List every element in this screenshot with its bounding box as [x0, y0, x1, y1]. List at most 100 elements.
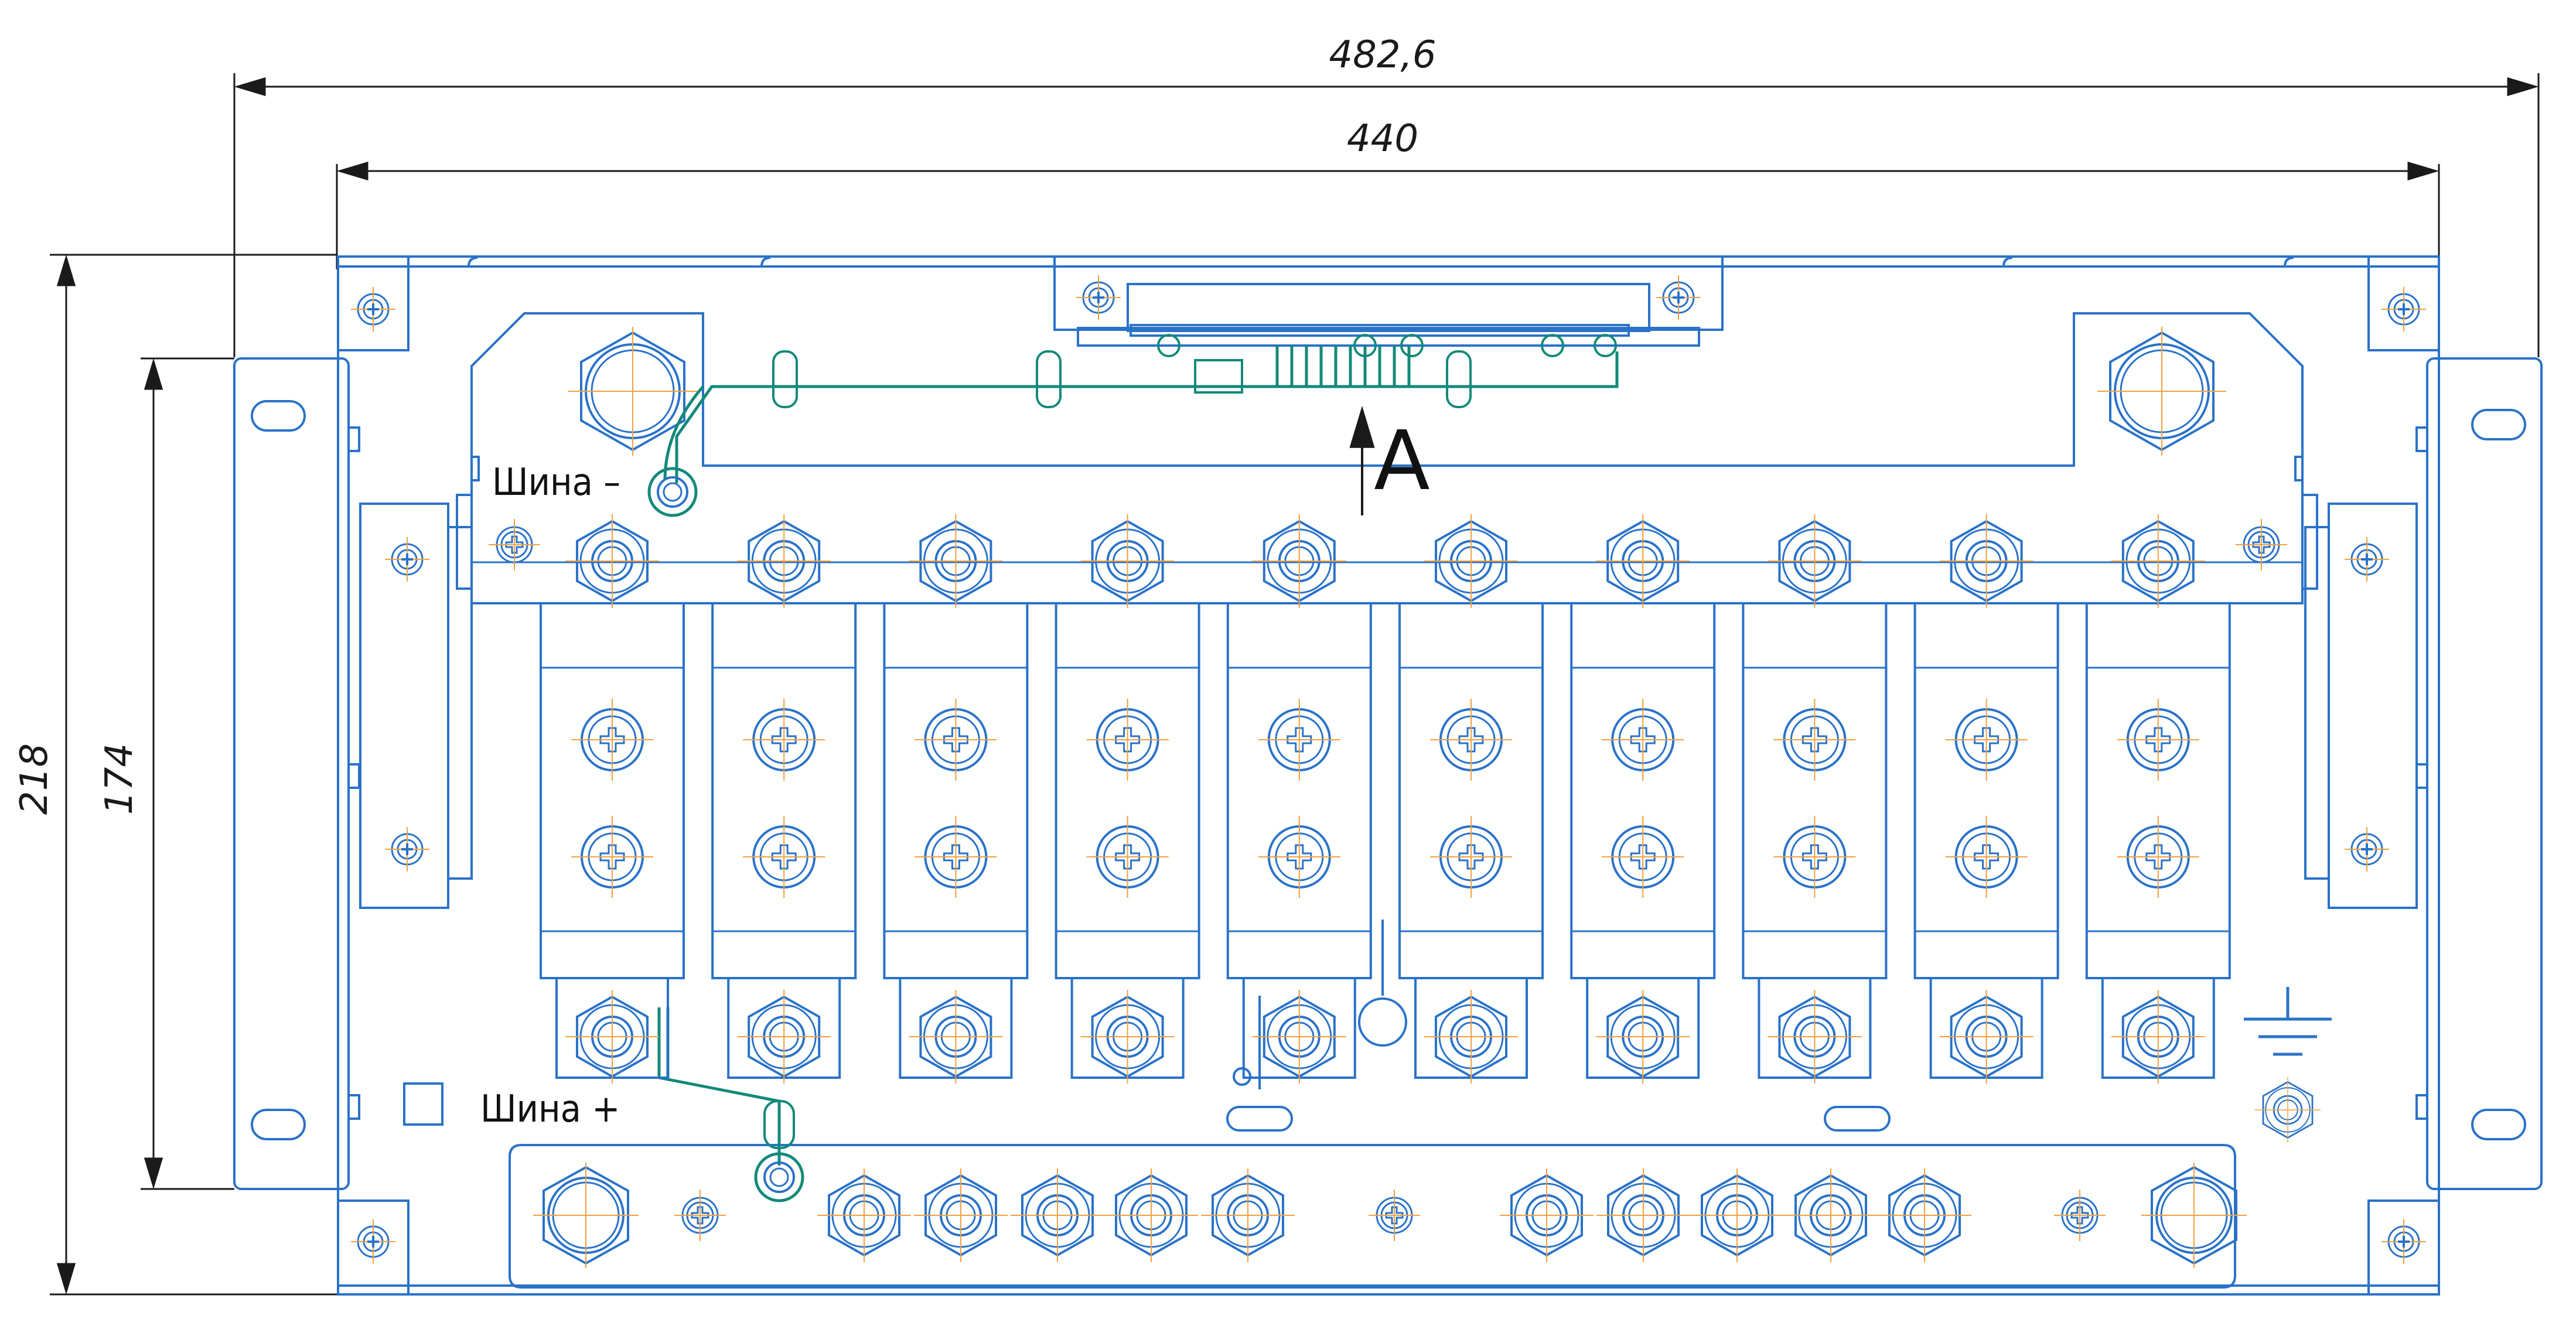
bottom-bus-nut — [816, 1167, 912, 1263]
top-terminal-nut — [907, 513, 1004, 609]
bottom-terminal-nut — [1079, 989, 1176, 1085]
module-screw-upper — [742, 698, 827, 782]
panel-screw — [1075, 274, 1122, 321]
module-screw-upper — [913, 698, 998, 782]
panel-slots — [1226, 920, 1891, 1132]
bottom-bus-terminal — [1103, 1167, 1199, 1263]
module-screw-lower — [1257, 815, 1342, 899]
top-right-terminal-nut — [2096, 326, 2227, 457]
fuse-module — [1398, 513, 1544, 1085]
modules-layer — [540, 513, 2231, 1085]
panel-screw — [2380, 1218, 2427, 1265]
bus-plus-connector — [403, 1082, 443, 1126]
fuse-module — [1742, 513, 1888, 1085]
bus-minus-lug — [647, 467, 698, 517]
dim-inner-width-text: 440 — [1347, 117, 1418, 160]
top-terminal-nut — [1423, 513, 1519, 609]
module-screw-lower — [1944, 815, 2029, 899]
bottom-bus-terminal — [913, 1167, 1009, 1263]
panel-screw — [350, 286, 397, 333]
bus-minus-label: Шина – — [492, 461, 620, 504]
bottom-bus-screw — [2053, 1188, 2107, 1242]
rail-screw — [384, 826, 431, 873]
fuse-module — [1570, 513, 1716, 1085]
fuse-module — [1226, 513, 1372, 1085]
fuse-module — [711, 513, 857, 1085]
bus-plus-lug — [754, 1152, 804, 1202]
bus-plus-label: Шина + — [480, 1088, 620, 1131]
bottom-bus-end-nut — [2140, 1161, 2248, 1269]
bottom-bus-terminal — [1876, 1167, 1973, 1263]
module-screw-lower — [913, 815, 998, 899]
top-terminal-nut — [1766, 513, 1863, 609]
bottom-bus-nut — [1200, 1167, 1296, 1263]
top-terminal-nut — [2110, 513, 2206, 609]
module-screw-lower — [1085, 815, 1170, 899]
bottom-terminal-nut — [564, 989, 660, 1085]
fuse-module — [2085, 513, 2231, 1085]
bottom-terminal-nut — [907, 989, 1004, 1085]
bottom-bus-terminal — [1783, 1167, 1879, 1263]
module-screw-upper — [1257, 698, 1342, 782]
bottom-busbar — [509, 1144, 2236, 1289]
view-marker-label: A — [1374, 414, 1430, 509]
bottom-bus-nut — [1009, 1167, 1106, 1263]
module-screw-upper — [2116, 698, 2200, 782]
module-screw-upper — [1944, 698, 2029, 782]
panel-screw — [1655, 274, 1702, 321]
ground-nut — [2254, 1076, 2322, 1144]
dimension-overall-height: 218 — [13, 254, 337, 1296]
front-panel — [337, 255, 2440, 1296]
bottom-terminal-nut — [1766, 989, 1863, 1085]
dim-inner-height-text: 174 — [98, 743, 141, 815]
bottom-terminal-nut — [1938, 989, 2035, 1085]
dim-overall-width-text: 482,6 — [1329, 33, 1436, 77]
bottom-terminal-nut — [2110, 989, 2206, 1085]
ground-symbol — [2244, 987, 2332, 1056]
view-marker: A — [1349, 405, 1430, 515]
top-terminal-nut — [1595, 513, 1691, 609]
bottom-bus-terminal — [1200, 1167, 1296, 1263]
left-mounting-ear — [233, 357, 350, 1190]
bottom-bus-nut — [1689, 1167, 1785, 1263]
module-screw-upper — [1772, 698, 1857, 782]
dimension-inner-height: 174 — [98, 357, 234, 1190]
bottom-bus-terminal — [816, 1167, 912, 1263]
panel-screw — [2380, 286, 2427, 333]
module-screw-upper — [1085, 698, 1170, 782]
top-terminal-nut — [1251, 513, 1347, 609]
bottom-bus-nut — [1499, 1167, 1595, 1263]
bottom-terminal-nut — [736, 989, 832, 1085]
module-screw-lower — [570, 815, 654, 899]
top-terminal-nut — [1938, 513, 2035, 609]
bottom-bus-nut — [1103, 1167, 1199, 1263]
bottom-terminal-nut — [1595, 989, 1691, 1085]
rail-screw — [2343, 536, 2390, 583]
bottom-bus-terminal — [1689, 1167, 1785, 1263]
rail-screw — [2343, 826, 2390, 873]
module-screw-upper — [1601, 698, 1686, 782]
panel-screw — [350, 1218, 397, 1265]
bottom-bus-end-nut — [532, 1161, 640, 1269]
bottom-bus-terminal — [1499, 1167, 1595, 1263]
chassis — [233, 255, 2543, 1296]
bottom-bus-nut — [1876, 1167, 1973, 1263]
top-terminal-nut — [1079, 513, 1176, 609]
top-terminal-nut — [564, 513, 660, 609]
bottom-terminal-nut — [1423, 989, 1519, 1085]
module-screw-lower — [2116, 815, 2200, 899]
fuse-module — [1913, 513, 2059, 1085]
top-terminal-nut — [736, 513, 832, 609]
bottom-bus-terminal — [1009, 1167, 1106, 1263]
bottom-bus-nut — [1783, 1167, 1879, 1263]
bottom-bus-nut — [1595, 1167, 1691, 1263]
module-screw-lower — [1601, 815, 1686, 899]
bottom-bus-terminal — [1595, 1167, 1691, 1263]
right-mounting-ear — [2426, 357, 2543, 1190]
module-screw-lower — [1772, 815, 1857, 899]
module-screw-lower — [1429, 815, 1513, 899]
wire-terminals — [763, 334, 1617, 1149]
module-screw-upper — [1429, 698, 1513, 782]
dimension-overall-width: 482,6 — [233, 33, 2540, 357]
